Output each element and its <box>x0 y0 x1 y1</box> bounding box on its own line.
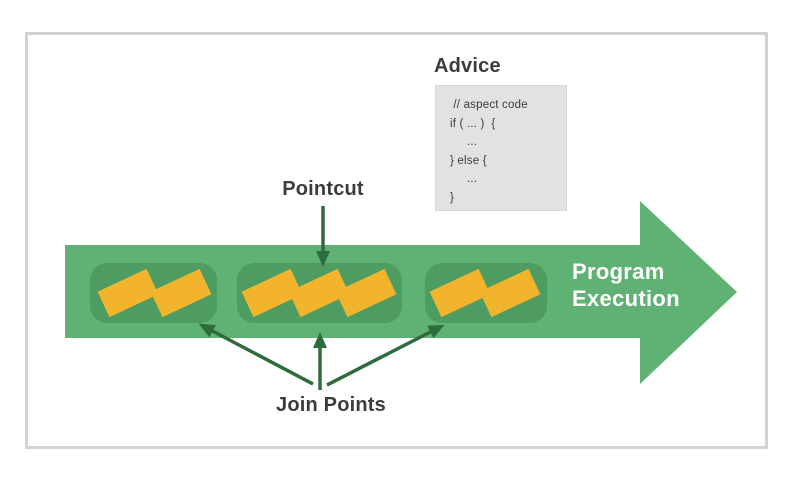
joinpoint-blocks-3 <box>429 268 541 318</box>
join-point-block <box>288 268 350 318</box>
joinpoint-blocks-2 <box>241 268 397 318</box>
join-point-block <box>479 268 541 318</box>
join-point-block <box>241 268 303 318</box>
join-points-label: Join Points <box>276 394 386 416</box>
join-point-block <box>429 268 491 318</box>
code-line: } else { <box>450 154 487 167</box>
program-execution-line1: Program <box>572 259 665 284</box>
code-line: ... <box>450 173 478 185</box>
join-point-block <box>97 268 159 318</box>
joinpoint-arrow-left <box>198 323 314 386</box>
joinpoint-arrow-right <box>326 324 445 387</box>
code-line: ... <box>450 136 478 148</box>
advice-code-box: // aspect code if ( ... ) { ... } else {… <box>435 85 567 211</box>
joinpoint-blocks-1 <box>97 268 212 318</box>
join-point-block <box>150 268 212 318</box>
program-execution-line2: Execution <box>572 286 680 311</box>
join-point-block <box>335 268 397 318</box>
code-line: // aspect code <box>450 99 528 111</box>
program-execution-label: Program Execution <box>572 258 680 312</box>
code-line: if ( ... ) { <box>450 117 496 130</box>
advice-title: Advice <box>434 55 501 77</box>
pointcut-label: Pointcut <box>282 178 364 200</box>
code-line: } <box>450 191 455 204</box>
